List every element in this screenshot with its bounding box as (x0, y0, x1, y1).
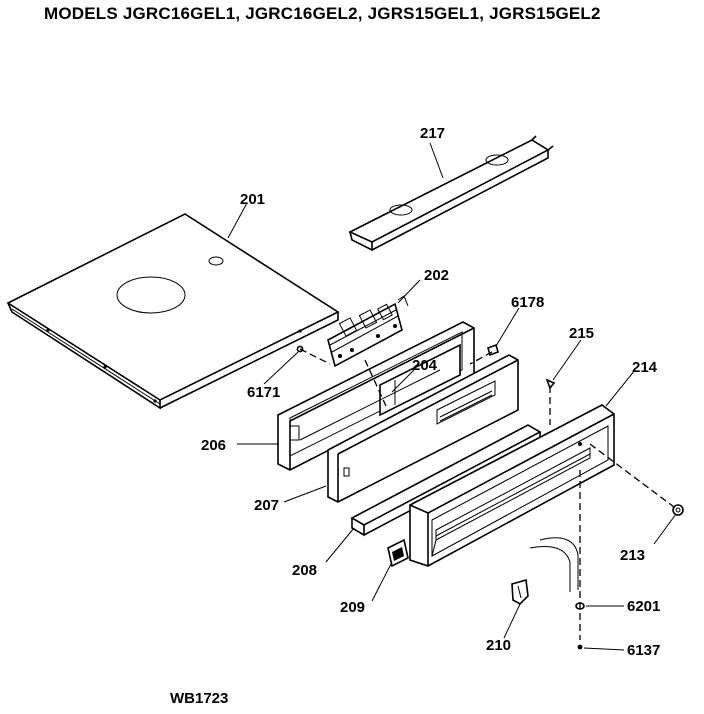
part-201-top-panel (6, 213, 340, 410)
callout-209: 209 (340, 599, 365, 616)
drawing-code: WB1723 (170, 690, 229, 707)
wire-harness (529, 537, 579, 592)
models-title: MODELS JGRC16GEL1, JGRC16GEL2, JGRS15GEL… (44, 4, 601, 23)
callout-213: 213 (620, 547, 645, 564)
callout-210: 210 (486, 637, 511, 654)
callout-214: 214 (632, 359, 658, 376)
part-202-control-board (327, 295, 409, 368)
part-207-trim-panel (327, 354, 519, 503)
part-206-frame (277, 321, 475, 471)
part-210-clip (511, 578, 529, 605)
part-214-bezel (409, 404, 615, 567)
part-6137-screw (577, 644, 583, 650)
assembly-lines (299, 348, 679, 640)
callout-207: 207 (254, 497, 279, 514)
callout-217: 217 (420, 125, 445, 142)
part-213-knob (672, 504, 684, 516)
part-215-clip (545, 378, 556, 390)
part-209-switch (387, 538, 409, 568)
callout-202: 202 (424, 267, 449, 284)
callout-215: 215 (569, 325, 594, 342)
callout-labels: 201 217 202 6178 215 214 204 6171 206 20… (201, 125, 660, 659)
callout-204: 204 (412, 357, 438, 374)
callout-6178: 6178 (511, 294, 544, 311)
callout-6171: 6171 (247, 384, 280, 401)
callout-6201: 6201 (627, 598, 660, 615)
callout-208: 208 (292, 562, 317, 579)
callout-206: 206 (201, 437, 226, 454)
callout-6137: 6137 (627, 642, 660, 659)
leader-lines (227, 142, 677, 651)
callout-201: 201 (240, 191, 265, 208)
part-217-bracket (348, 135, 554, 252)
